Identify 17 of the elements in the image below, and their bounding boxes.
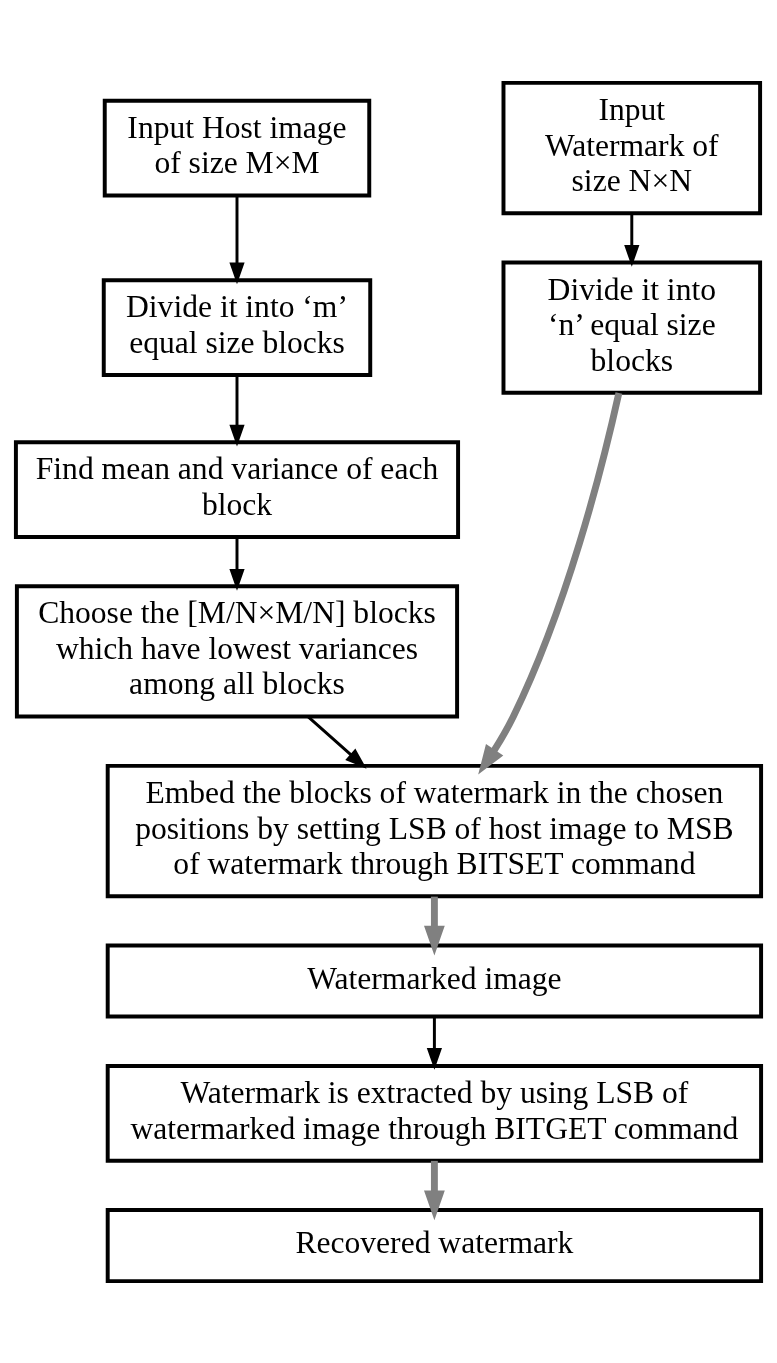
arrow bbox=[229, 536, 245, 591]
node-box: Recovered watermark bbox=[105, 1207, 764, 1283]
arrow bbox=[478, 391, 623, 774]
arrow bbox=[624, 212, 640, 267]
node-box: Watermark is extracted by using LSB of watermarked image through BITGET command bbox=[105, 1063, 764, 1163]
node-box: Find mean and variance of each block bbox=[13, 439, 461, 539]
node-box: Embed the blocks of watermark in the chosen positions by setting LSB of host image to MSB of watermark through BITSET command bbox=[105, 763, 764, 898]
arrow bbox=[426, 1016, 442, 1070]
arrow bbox=[229, 374, 245, 446]
node-box: Divide it into ‘m’ equal size blocks bbox=[101, 277, 373, 377]
node-box: Input Host image of size M×M bbox=[102, 98, 372, 197]
arrow bbox=[229, 195, 245, 284]
node-box: Input Watermark of size N×N bbox=[501, 80, 763, 215]
node-box: Divide it into ‘n’ equal size blocks bbox=[501, 260, 763, 395]
node-box: Choose the [M/N×M/N] blocks which have lowest variances among all blocks bbox=[14, 583, 460, 718]
node-box: Watermarked image bbox=[105, 943, 764, 1019]
arrow bbox=[307, 715, 367, 769]
